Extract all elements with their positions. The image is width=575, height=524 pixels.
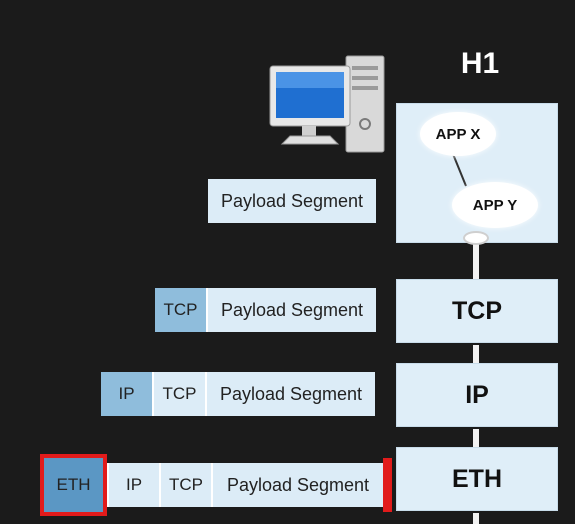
segment-divider [159,463,161,507]
stack-connector [473,429,479,447]
ip-header: IP [109,463,159,507]
host-title: H1 [460,47,500,80]
ip-packet-row: IP TCP Payload Segment [101,372,375,416]
eth-header: ETH [40,454,107,516]
segment-divider [107,463,109,507]
app-y-bubble: APP Y [452,182,538,228]
app-link-line [452,153,467,187]
ip-layer-box: IP [396,363,558,427]
eth-layer-box: ETH [396,447,558,511]
desktop-computer-icon [269,55,385,153]
socket-port-icon [463,231,489,245]
segment-divider [152,372,154,416]
stack-connector [473,243,479,279]
frame-trailer-marker [383,458,392,512]
tcp-header: TCP [155,288,206,332]
tcp-packet-row: TCP Payload Segment [155,288,376,332]
tcp-header: TCP [154,372,205,416]
tcp-header: TCP [161,463,211,507]
payload-segment: Payload Segment [208,179,376,223]
ip-header: IP [101,372,152,416]
segment-divider [205,372,207,416]
stack-connector [473,345,479,363]
eth-frame-row: ETH IP TCP Payload Segment [40,454,392,516]
segment-divider [206,288,208,332]
tcp-layer-box: TCP [396,279,558,343]
payload-segment: Payload Segment [207,372,375,416]
stack-connector [473,513,479,524]
payload-segment: Payload Segment [208,288,376,332]
payload-only-row: Payload Segment [208,179,376,223]
segment-divider [211,463,213,507]
payload-segment: Payload Segment [213,463,383,507]
app-x-bubble: APP X [420,112,496,156]
